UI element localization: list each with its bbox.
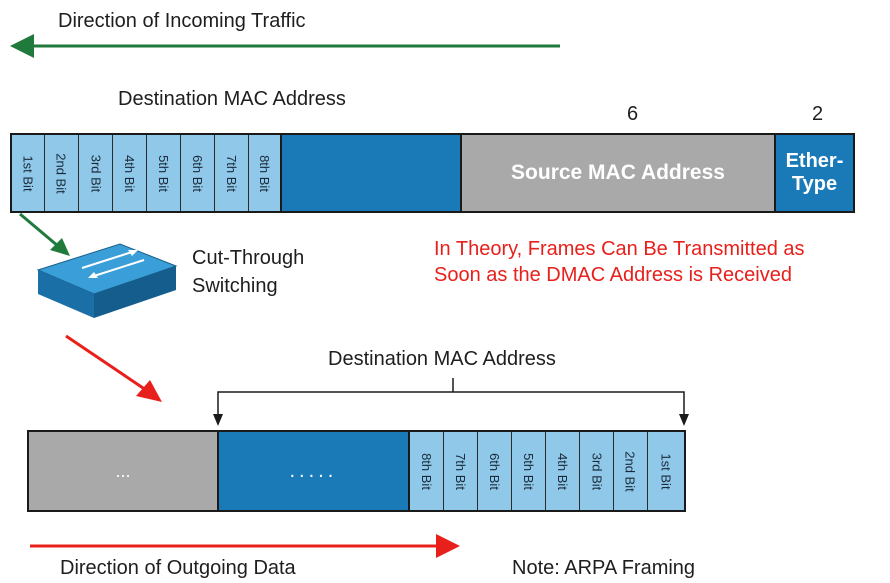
bit-label: 7th Bit <box>224 154 240 192</box>
bit-label: 6th Bit <box>486 452 502 490</box>
ethertype-field: Ether- Type <box>776 135 853 211</box>
bit-label: 6th Bit <box>190 154 206 192</box>
bit-cell: 2nd Bit <box>45 135 79 211</box>
bit-cell: 1st Bit <box>12 135 45 211</box>
bit-cell: 4th Bit <box>113 135 147 211</box>
dmac-bracket <box>217 391 685 418</box>
bit-label: 8th Bit <box>257 154 273 192</box>
bit-cell: 3rd Bit <box>579 432 614 510</box>
incoming-traffic-label: Direction of Incoming Traffic <box>58 10 306 32</box>
bit-label: 1st Bit <box>658 452 674 490</box>
bit-label: 4th Bit <box>554 452 570 490</box>
gray-payload-field: ... <box>29 432 219 510</box>
dmac-remaining-field <box>282 135 462 211</box>
outgoing-arrowhead <box>436 534 460 558</box>
bit-label: 2nd Bit <box>54 152 70 194</box>
red-diagonal-arrowhead <box>136 380 162 402</box>
bit-cell: 2nd Bit <box>613 432 648 510</box>
ethertype-label-1: Ether- <box>785 150 844 172</box>
bit-label: 4th Bit <box>122 154 138 192</box>
incoming-frame: 1st Bit 2nd Bit 3rd Bit 4th Bit 5th Bit … <box>10 133 855 213</box>
bit-label: 5th Bit <box>520 452 536 490</box>
green-diagonal-arrow <box>19 212 59 248</box>
bit-label: 5th Bit <box>156 154 172 192</box>
bit-label: 1st Bit <box>20 154 36 192</box>
bit-cell: 4th Bit <box>545 432 580 510</box>
bit-cell: 8th Bit <box>409 432 444 510</box>
bit-label: 7th Bit <box>452 452 468 490</box>
top-dmac-title: Destination MAC Address <box>118 88 346 110</box>
ethertype-size-label: 2 <box>812 103 824 125</box>
theory-note-line1: In Theory, Frames Can Be Transmitted as <box>434 238 805 260</box>
bit-label: 3rd Bit <box>88 154 104 192</box>
bit-cell: 7th Bit <box>443 432 478 510</box>
switch-label-line1: Cut-Through <box>192 247 305 269</box>
bit-cell: 5th Bit <box>147 135 181 211</box>
bit-cell: 6th Bit <box>181 135 215 211</box>
bracket-right-arrowhead <box>679 414 689 426</box>
switch-label-line2: Switching <box>192 275 278 297</box>
outgoing-data-label: Direction of Outgoing Data <box>60 557 296 579</box>
bit-cell: 1st Bit <box>647 432 684 510</box>
ethertype-label-2: Type <box>791 173 838 195</box>
blue-dmac-field: ..... <box>218 432 410 510</box>
bit-cell: 6th Bit <box>477 432 512 510</box>
source-size-label: 6 <box>627 103 639 125</box>
bit-cell: 7th Bit <box>215 135 249 211</box>
source-mac-field: Source MAC Address <box>462 135 776 211</box>
bottom-dmac-title: Destination MAC Address <box>328 348 556 370</box>
bit-cell: 8th Bit <box>249 135 282 211</box>
arpa-framing-note: Note: ARPA Framing <box>512 557 696 579</box>
incoming-arrowhead <box>10 34 34 58</box>
bit-cell: 5th Bit <box>511 432 546 510</box>
red-diagonal-arrow <box>65 334 147 392</box>
bit-label: 2nd Bit <box>622 450 638 492</box>
bit-cell: 3rd Bit <box>79 135 113 211</box>
theory-note: In Theory, Frames Can Be Transmitted as … <box>434 236 805 288</box>
bit-label: 3rd Bit <box>588 452 604 490</box>
switch-label: Cut-Through Switching <box>192 244 304 300</box>
theory-note-line2: Soon as the DMAC Address is Received <box>434 264 792 286</box>
bit-label: 8th Bit <box>418 452 434 490</box>
bracket-left-arrowhead <box>213 414 223 426</box>
outgoing-frame: ... ..... 8th Bit 7th Bit 6th Bit 5th Bi… <box>27 430 686 512</box>
